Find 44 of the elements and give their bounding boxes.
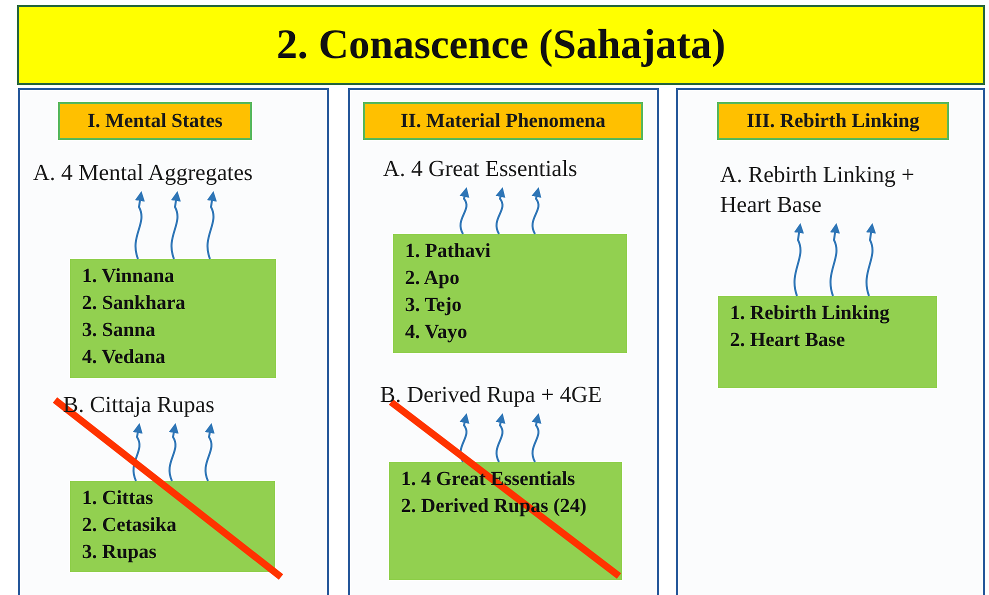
wavy-arrow	[132, 423, 143, 482]
list-item: 3. Sanna	[82, 318, 156, 343]
list-item: 4. Vedana	[82, 345, 166, 370]
wavy-arrow	[206, 191, 217, 260]
subheading: B. Derived Rupa + 4GE	[380, 380, 640, 414]
list-box	[70, 481, 275, 572]
wavy-arrow	[170, 191, 181, 260]
list-item: 2. Apo	[405, 266, 460, 291]
list-box	[389, 462, 622, 580]
wavy-arrow	[168, 423, 179, 482]
subheading: B. Cittaja Rupas	[63, 390, 283, 424]
section-heading: I. Mental States	[58, 102, 252, 140]
list-item: 2. Heart Base	[730, 328, 846, 353]
wavy-arrow	[204, 423, 215, 482]
subheading: A. 4 Great Essentials	[383, 154, 633, 188]
wavy-arrow	[532, 413, 542, 462]
subheading: A. Rebirth Linking + Heart Base	[720, 160, 930, 224]
wavy-arrow	[794, 223, 804, 296]
section-heading: II. Material Phenomena	[363, 102, 643, 140]
list-item: 1. Vinnana	[82, 264, 176, 289]
list-box	[70, 259, 276, 378]
wavy-arrow	[496, 413, 506, 462]
list-box	[393, 234, 627, 353]
list-item: 1. Rebirth Linking	[730, 301, 890, 326]
column-panel	[18, 88, 329, 595]
wavy-arrow	[134, 191, 145, 260]
title-banner: 2. Conascence (Sahajata)	[17, 5, 985, 85]
section-heading: III. Rebirth Linking	[717, 102, 949, 140]
list-item: 1. Pathavi	[405, 239, 492, 264]
list-item: 3. Tejo	[405, 293, 463, 318]
wavy-arrow	[830, 223, 840, 296]
list-item: 2. Cetasika	[82, 513, 178, 538]
wavy-arrow	[532, 187, 542, 234]
wavy-arrow	[460, 187, 470, 234]
wavy-arrow	[866, 223, 876, 296]
list-item: 3. Rupas	[82, 540, 158, 565]
column-panel	[676, 88, 985, 595]
list-item: 4. Vayo	[405, 320, 468, 345]
list-item: 1. Cittas	[82, 486, 154, 511]
subheading: A. 4 Mental Aggregates	[33, 158, 303, 192]
wavy-arrow	[496, 187, 506, 234]
column-panel	[348, 88, 659, 595]
list-item: 2. Sankhara	[82, 291, 186, 316]
list-box	[718, 296, 937, 388]
